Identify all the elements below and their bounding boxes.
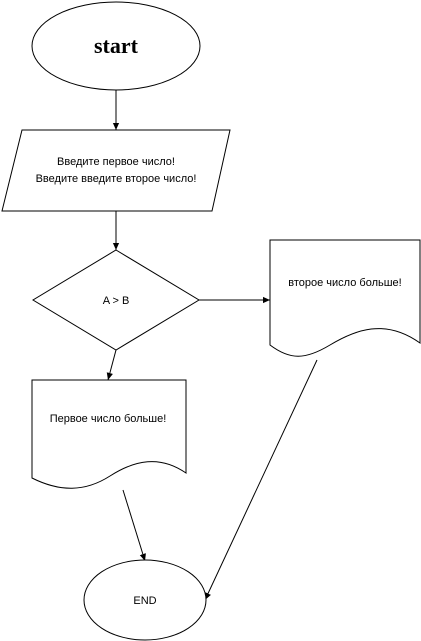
end-ellipse [83, 559, 207, 641]
start-node[interactable]: start [31, 1, 201, 91]
edge-second-to-end [204, 359, 318, 601]
second-bigger-node[interactable]: второе число больше! [269, 239, 421, 357]
second-bigger-label: второе число больше! [288, 277, 401, 289]
end-node[interactable]: END [83, 559, 207, 641]
decision-node[interactable]: A > B [32, 249, 200, 351]
edge-first-to-end [122, 489, 146, 562]
input-node[interactable]: Введите первое число! Введите введите вт… [1, 129, 231, 212]
start-label: start [94, 33, 139, 58]
input-label-line2: Введите введите второе число! [36, 173, 197, 185]
edge-decision-to-first [106, 349, 117, 381]
second-bigger-document [269, 239, 421, 357]
first-bigger-document [31, 379, 187, 489]
first-bigger-node[interactable]: Первое число больше! [31, 379, 187, 489]
input-parallelogram [1, 129, 231, 212]
decision-label: A > B [103, 295, 130, 307]
end-label: END [133, 595, 156, 607]
input-label-line1: Введите первое число! [57, 156, 175, 168]
first-bigger-label: Первое число больше! [50, 413, 167, 425]
